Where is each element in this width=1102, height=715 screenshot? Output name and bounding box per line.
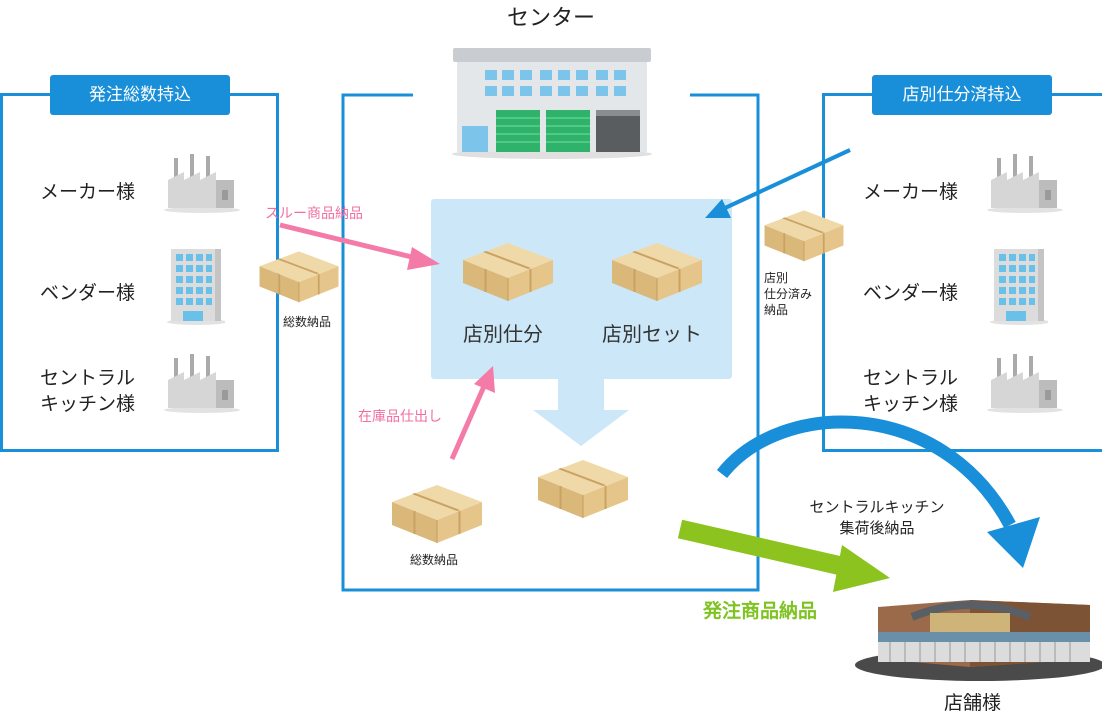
store-label: 店舗様: [944, 692, 1002, 714]
left-supplier-vendor: ベンダー様: [40, 282, 136, 304]
warehouse-icon: [452, 48, 652, 159]
right-presorted-delivery-label: 店別 仕分済み 納品: [764, 271, 813, 317]
left-supplier-maker: メーカー様: [40, 181, 136, 203]
store-building-icon: [855, 600, 1102, 681]
left-panel-tag: 発注総数持込: [50, 75, 230, 115]
order-delivery-label: 発注商品納品: [703, 600, 818, 622]
store-set-label: 店別セット: [602, 322, 702, 346]
center-bulk-delivery-label: 総数納品: [410, 553, 459, 567]
left-bulk-delivery-label: 総数納品: [283, 315, 332, 329]
left-supplier-central-kitchen: セントラル キッチン様: [40, 367, 136, 415]
center-title: センター: [507, 6, 596, 31]
store-sorting-label: 店別仕分: [463, 322, 543, 346]
right-supplier-vendor: ベンダー様: [863, 282, 959, 304]
central-kitchen-delivery-label: セントラルキッチン 集荷後納品: [809, 498, 945, 537]
through-delivery-label: スルー商品納品: [265, 206, 363, 222]
stock-shipment-label: 在庫品仕出し: [358, 409, 442, 425]
right-supplier-central-kitchen: セントラル キッチン様: [863, 367, 959, 415]
right-panel-tag: 店別仕分済持込: [872, 75, 1052, 115]
right-supplier-maker: メーカー様: [863, 181, 959, 203]
